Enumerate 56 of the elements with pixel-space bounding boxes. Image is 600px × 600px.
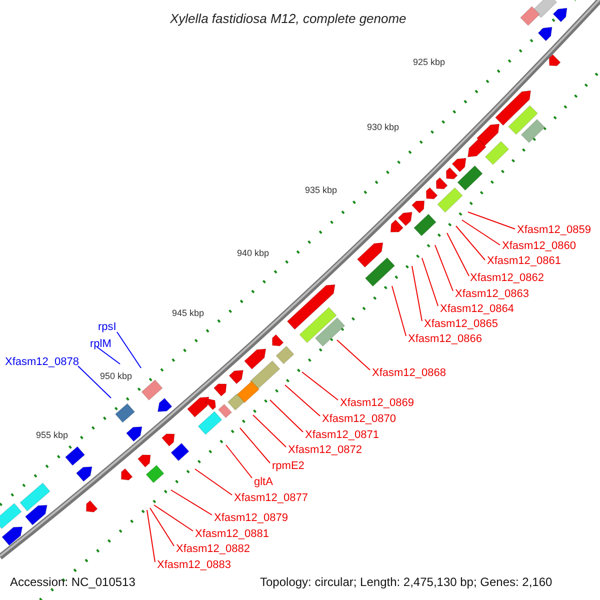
leader-line [116, 332, 142, 368]
gene-label: Xfasm12_0882 [176, 543, 250, 556]
gene-label: Xfasm12_0860 [502, 240, 576, 253]
leader-line [462, 220, 500, 246]
gene-label: Xfasm12_0863 [455, 288, 529, 301]
leader-line [78, 366, 112, 398]
leader-line [434, 244, 454, 292]
gene-label: rplM [90, 338, 112, 351]
gene-label: rpsI [98, 321, 116, 334]
position-label: 930 kbp [367, 121, 400, 134]
gene-label: Xfasm12_0883 [157, 559, 231, 572]
position-label: 925 kbp [413, 56, 446, 69]
gene-label: rpmE2 [272, 460, 304, 473]
leader-line [270, 400, 304, 432]
gene-label: Xfasm12_0878 [5, 356, 79, 369]
leader-line [170, 490, 212, 516]
position-label: 950 kbp [100, 370, 132, 383]
leader-line [194, 468, 232, 496]
leader-line [392, 286, 406, 336]
gene-label: Xfasm12_0861 [487, 255, 561, 268]
diagram-title: Xylella fastidiosa M12, complete genome [170, 12, 406, 25]
leader-line [468, 212, 516, 230]
position-label: 945 kbp [172, 307, 204, 320]
gene-label: Xfasm12_0868 [372, 367, 446, 380]
position-label: 935 kbp [305, 184, 338, 197]
leader-line [96, 346, 120, 364]
genome-info-label: Topology: circular; Length: 2,475,130 bp; Genes: 2,160 [260, 576, 552, 589]
leader-line [146, 510, 156, 562]
leader-line [240, 428, 270, 464]
leader-line [226, 444, 252, 478]
leader-line [456, 226, 486, 260]
gene-label: Xfasm12_0881 [195, 528, 269, 541]
gene-label: Xfasm12_0869 [340, 397, 414, 410]
leader-line [150, 508, 174, 546]
leader-line [446, 232, 470, 276]
leader-line [302, 372, 338, 400]
gene-label: Xfasm12_0870 [322, 413, 396, 426]
gene-label: Xfasm12_0866 [408, 333, 482, 346]
leader-line [154, 504, 194, 532]
position-label: 940 kbp [237, 247, 270, 260]
gene-label: Xfasm12_0865 [424, 318, 498, 331]
gene-label: Xfasm12_0871 [305, 429, 379, 442]
leader-line [284, 384, 320, 416]
gene-label: Xfasm12_0877 [234, 492, 308, 505]
leader-line [336, 340, 370, 370]
position-label: 955 kbp [36, 429, 68, 442]
gene-label: gltA [254, 476, 273, 489]
gene-label: Xfasm12_0872 [288, 444, 362, 457]
gene-label: Xfasm12_0859 [517, 224, 591, 237]
gene-label: Xfasm12_0879 [214, 512, 288, 525]
leader-line [412, 266, 422, 322]
leader-line [252, 414, 286, 448]
accession-label: Accession: NC_010513 [10, 576, 136, 589]
gene-label: Xfasm12_0862 [470, 272, 544, 285]
leader-line [422, 258, 438, 306]
gene-label: Xfasm12_0864 [440, 303, 514, 316]
